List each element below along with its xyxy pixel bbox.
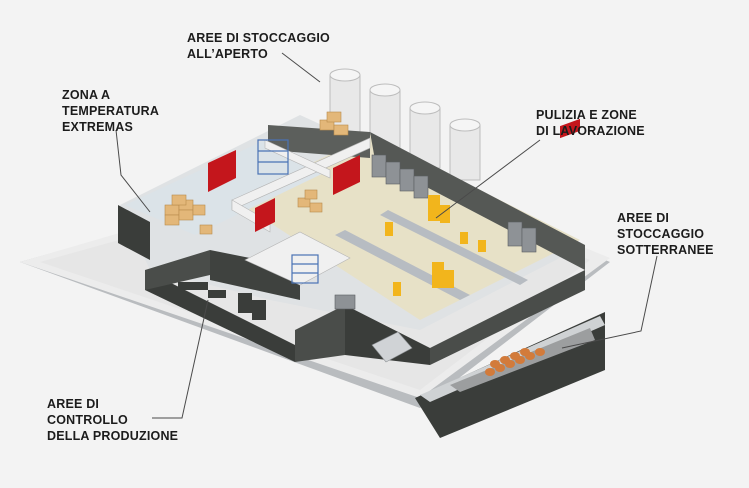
underground-storage-pit [415, 118, 605, 438]
leader-underground [561, 255, 658, 349]
leader-outdoor-storage [281, 52, 321, 83]
red-doors [208, 150, 360, 232]
machines [334, 154, 537, 310]
stairs [371, 331, 413, 363]
silos [329, 68, 481, 181]
pipe-stack [485, 348, 545, 376]
leader-production-control [152, 299, 209, 419]
red-container [560, 118, 580, 139]
leader-cleaning [435, 139, 541, 219]
production-line [335, 195, 528, 300]
label-temperature-zone: ZONA A TEMPERATURA EXTREMAS [62, 88, 160, 134]
shelving [257, 139, 319, 284]
label-production-control: AREE DI CONTROLLO DELLA PRODUZIONE [47, 397, 179, 443]
crates [164, 111, 349, 235]
leader-lines [115, 52, 658, 419]
label-underground-storage: AREE DI STOCCAGGIO SOTTERRANEE [617, 211, 714, 257]
leader-temperature-zone [115, 129, 151, 213]
control-room [178, 282, 266, 320]
label-outdoor-storage: AREE DI STOCCAGGIO ALL’APERTO [187, 31, 330, 61]
label-cleaning-processing: PULIZIA E ZONE DI LAVORAZIONE [536, 108, 645, 138]
